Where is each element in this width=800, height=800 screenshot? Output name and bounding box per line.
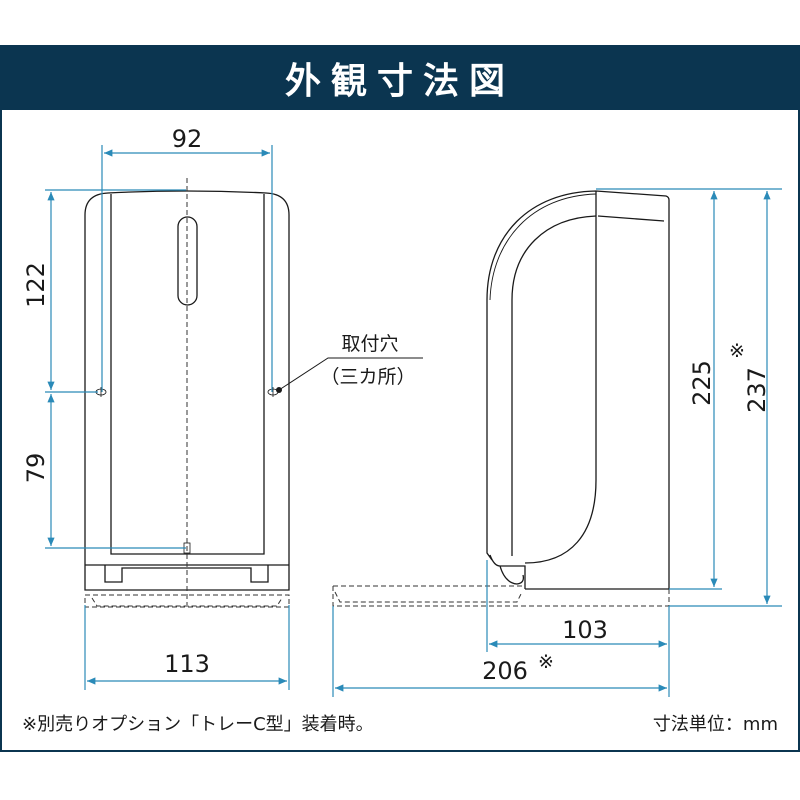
dim-label-92: 92: [172, 125, 203, 153]
title-banner: 外観寸法図: [0, 45, 800, 110]
dim-label-237: 237: [743, 367, 771, 413]
dim-note-mark-206: ※: [538, 651, 554, 673]
mount-hole-label: 取付穴: [341, 333, 398, 355]
dim-label-206: 206: [482, 657, 528, 685]
drawing-frame: [0, 110, 800, 752]
dim-label-113: 113: [164, 650, 210, 678]
front-body-outline: [84, 190, 290, 591]
leader-line: [278, 357, 423, 391]
dim-note-mark-237: ※: [729, 340, 745, 362]
side-view: 225 237 ※ 103 206 ※: [332, 188, 782, 697]
dim-label-122: 122: [22, 262, 50, 308]
unit-note: 寸法単位：mm: [652, 714, 778, 735]
dim-label-225: 225: [688, 360, 716, 406]
page-title: 外観寸法図: [284, 60, 515, 102]
dim-label-79: 79: [22, 453, 50, 484]
dim-label-103: 103: [562, 616, 608, 644]
mount-hole-count: （三カ所）: [320, 366, 415, 388]
front-slot: [177, 216, 198, 306]
side-body-outline: [486, 190, 670, 590]
footnote: ※別売りオプション「トレーC型」装着時。: [22, 714, 374, 735]
front-tray-outline: [84, 594, 290, 608]
front-view: 92 122 79 113 取付穴 （三カ所）: [22, 125, 423, 690]
side-nozzle: [489, 554, 526, 589]
